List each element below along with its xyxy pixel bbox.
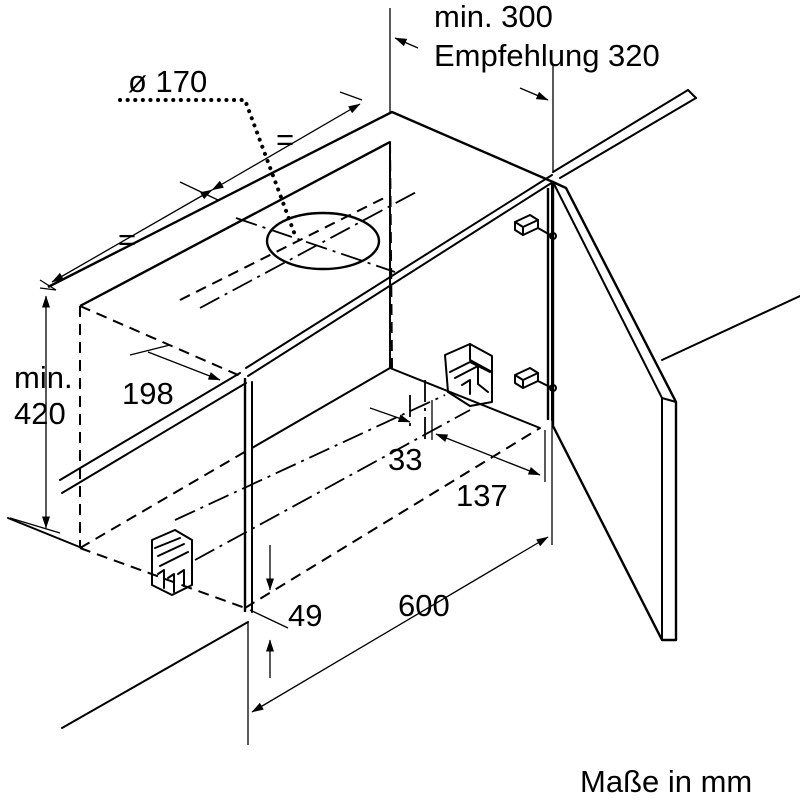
- door-hinges: [514, 214, 557, 392]
- duct-diameter-label: ø 170: [128, 64, 207, 99]
- depth-198-label: 198: [122, 376, 174, 411]
- mounting-bracket-left: [151, 529, 193, 596]
- dimension-lines: [9, 8, 554, 745]
- duct-leader: [118, 98, 297, 237]
- offset-137-label: 137: [456, 478, 508, 513]
- height-min-label: min.: [14, 360, 73, 395]
- width-600-label: 600: [398, 588, 450, 623]
- wall-clearance-recommended-label: Empfehlung 320: [434, 38, 660, 73]
- bottom-49-label: 49: [288, 598, 322, 633]
- mounting-bracket-right: [444, 343, 493, 407]
- center-lines: [174, 189, 471, 561]
- cabinet-door: [551, 180, 678, 642]
- units-note: Maße in mm: [580, 764, 752, 799]
- hidden-lines: [79, 141, 541, 609]
- equal-right-label: =: [276, 122, 294, 157]
- offset-33-label: 33: [388, 442, 422, 477]
- cabinet-body: [47, 110, 554, 613]
- wall-clearance-min-label: min. 300: [434, 0, 553, 34]
- hinge-bottom: [514, 367, 557, 392]
- hinge-top: [514, 214, 557, 240]
- duct-opening: [265, 211, 381, 271]
- equal-left-label: =: [118, 222, 136, 257]
- height-min-value: 420: [14, 396, 66, 431]
- wall-and-ceiling: [7, 89, 800, 729]
